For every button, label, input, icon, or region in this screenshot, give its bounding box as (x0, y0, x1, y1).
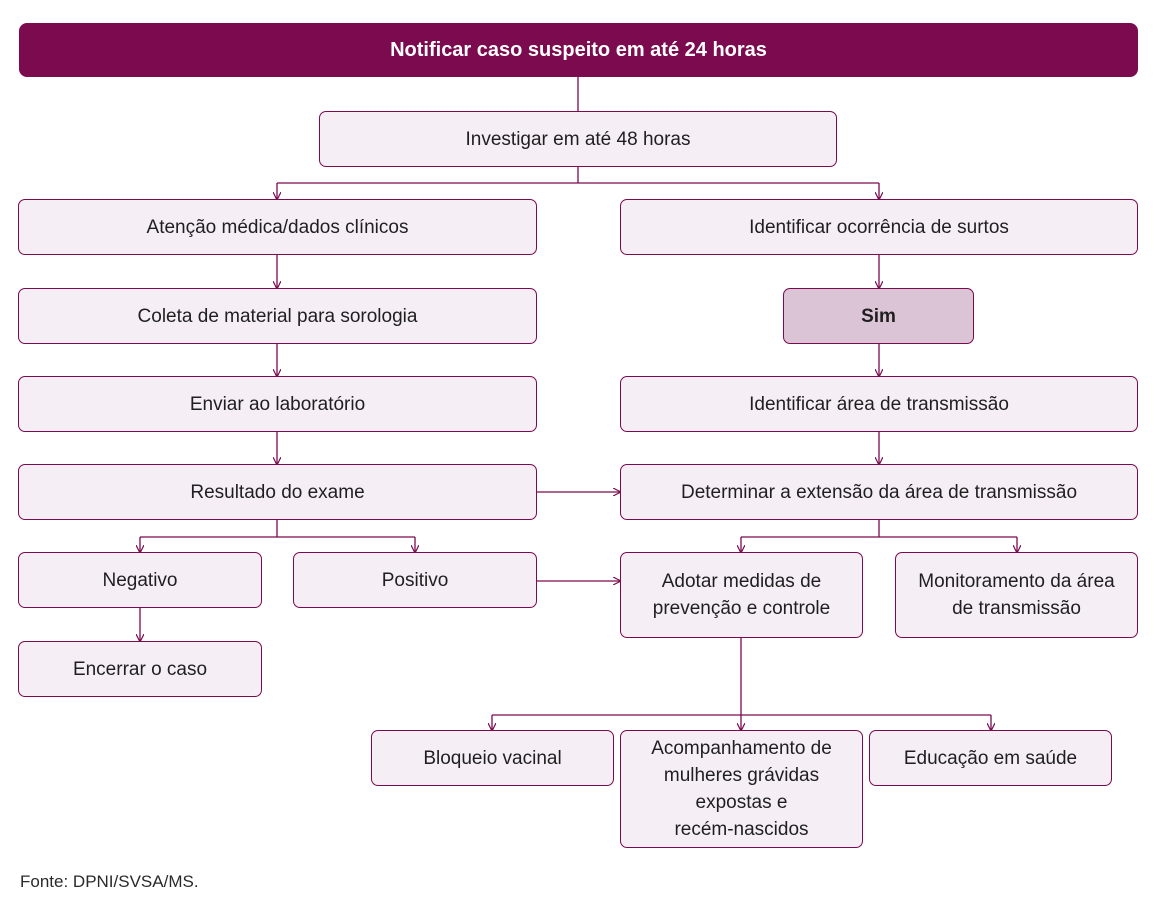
node-encerrar: Encerrar o caso (18, 641, 262, 697)
node-investigar: Investigar em até 48 horas (319, 111, 837, 167)
node-identificar-area: Identificar área de transmissão (620, 376, 1138, 432)
node-determinar: Determinar a extensão da área de transmi… (620, 464, 1138, 520)
node-monitoramento: Monitoramento da área de transmissão (895, 552, 1138, 638)
node-positivo: Positivo (293, 552, 537, 608)
node-sim: Sim (783, 288, 974, 344)
source-note: Fonte: DPNI/SVSA/MS. (20, 872, 199, 891)
node-coleta: Coleta de material para sorologia (18, 288, 537, 344)
node-acompanhamento: Acompanhamento de mulheres grávidas expo… (620, 730, 863, 848)
node-identificar-surtos: Identificar ocorrência de surtos (620, 199, 1138, 255)
node-educacao: Educação em saúde (869, 730, 1112, 786)
node-atencao: Atenção médica/dados clínicos (18, 199, 537, 255)
node-resultado: Resultado do exame (18, 464, 537, 520)
node-adotar: Adotar medidas de prevenção e controle (620, 552, 863, 638)
node-negativo: Negativo (18, 552, 262, 608)
node-enviar: Enviar ao laboratório (18, 376, 537, 432)
node-bloqueio: Bloqueio vacinal (371, 730, 614, 786)
node-notificar: Notificar caso suspeito em até 24 horas (19, 23, 1138, 77)
